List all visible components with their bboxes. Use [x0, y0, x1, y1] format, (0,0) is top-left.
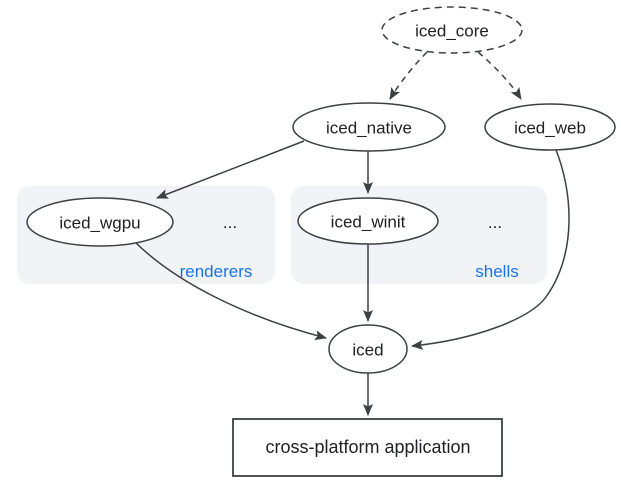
- node-cross-platform-application: [232, 418, 503, 477]
- node-iced_core-label: iced_core: [415, 22, 489, 41]
- node-iced_core: [381, 6, 523, 54]
- node-iced: [328, 324, 408, 374]
- node-iced_wgpu: [26, 197, 174, 247]
- node-iced_winit: [297, 197, 439, 245]
- node-iced_wgpu-label: iced_wgpu: [59, 214, 140, 233]
- shells-group-label: shells: [475, 262, 518, 281]
- shells-ellipsis: ...: [488, 213, 502, 232]
- edge-iced_native-to-iced_wgpu: [156, 140, 305, 199]
- node-iced_web: [484, 103, 616, 151]
- renderers-group-label: renderers: [180, 262, 253, 281]
- node-iced-label: iced: [352, 341, 383, 360]
- node-iced_web-label: iced_web: [514, 119, 586, 138]
- edge-iced_wgpu-to-iced: [133, 240, 327, 341]
- node-iced_native: [292, 102, 446, 152]
- edge-iced_web-to-iced: [411, 149, 570, 350]
- edge-iced_core-to-iced_web: [477, 51, 522, 100]
- renderers-ellipsis: ...: [223, 213, 237, 232]
- node-cross-platform-application-label: cross-platform application: [265, 437, 470, 457]
- node-iced_winit-label: iced_winit: [331, 213, 406, 232]
- edge-iced_core-to-iced_native: [389, 51, 428, 100]
- node-iced_native-label: iced_native: [326, 119, 412, 138]
